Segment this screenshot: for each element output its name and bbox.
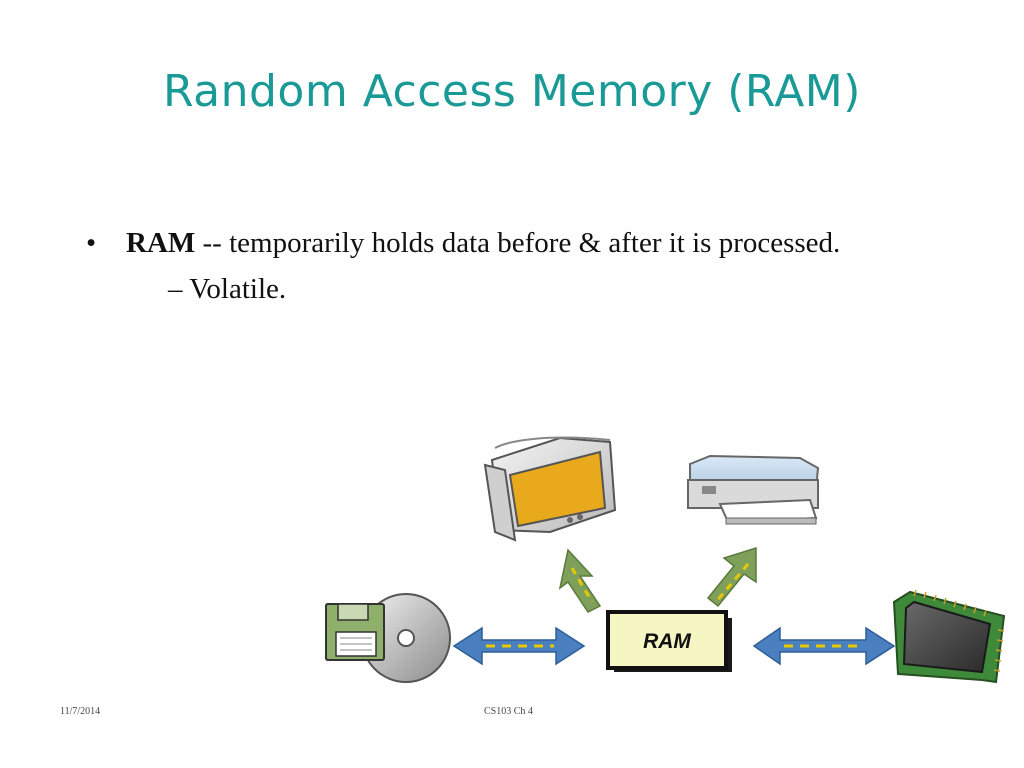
double-arrow-left	[452, 626, 586, 666]
slide-title: Random Access Memory (RAM)	[163, 66, 861, 117]
bullet-item: • RAM -- temporarily holds data before &…	[86, 222, 906, 264]
printer-icon	[687, 454, 820, 525]
sub-bullet-item: – Volatile.	[168, 273, 287, 305]
ram-diagram: RAM	[325, 436, 1006, 684]
double-arrow-right	[752, 626, 896, 666]
ram-box: RAM	[606, 610, 732, 672]
footer-date: 11/7/2014	[60, 706, 101, 717]
ram-label: RAM	[643, 630, 691, 653]
bullet-term: RAM	[126, 227, 196, 259]
bullet-marker: •	[86, 227, 97, 259]
monitor-icon	[483, 436, 617, 542]
footer-course: CS103 Ch 4	[484, 706, 533, 717]
cd-disc-icon	[325, 593, 451, 683]
bullet-list: • RAM -- temporarily holds data before &…	[86, 222, 906, 310]
bullet-text: -- temporarily holds data before & after…	[195, 227, 841, 259]
cpu-chip-icon	[892, 589, 1006, 684]
up-arrow-to-printer	[706, 546, 757, 608]
up-arrow-to-monitor	[558, 548, 602, 613]
